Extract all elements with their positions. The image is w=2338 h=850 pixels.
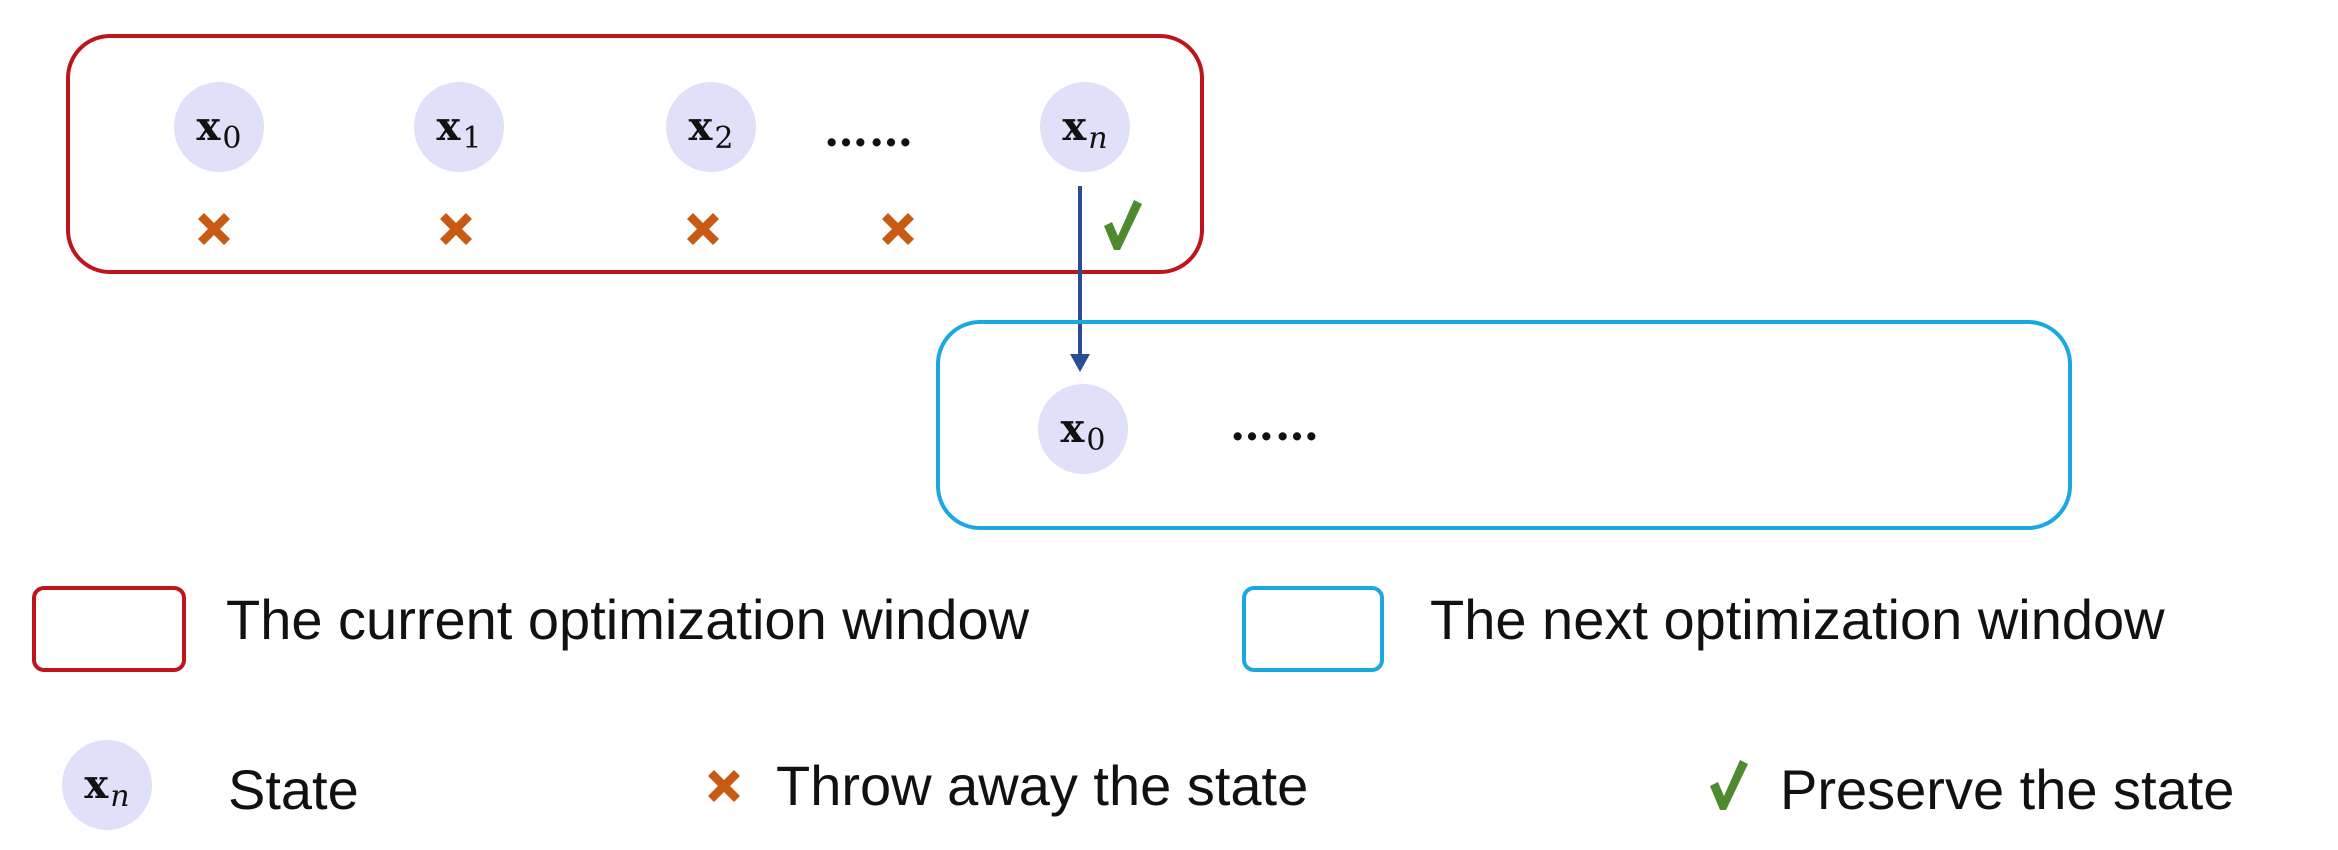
ellipsis-next: …… — [1230, 400, 1320, 451]
legend-next-window-label: The next optimization window — [1430, 588, 2165, 651]
legend-keep-label: Preserve the state — [1780, 758, 2235, 821]
keep-icon — [1104, 200, 1142, 250]
legend-throw-label: Throw away the state — [776, 754, 1309, 817]
legend-next-window-swatch — [1242, 586, 1384, 672]
legend-state-label: State — [228, 758, 359, 821]
legend-current-window-swatch — [32, 586, 186, 672]
legend-current-window-label: The current optimization window — [226, 588, 1030, 651]
legend-keep-icon — [1710, 760, 1748, 810]
arrow-down — [1070, 186, 1090, 372]
throw-icon — [882, 213, 914, 245]
throw-icon — [440, 213, 472, 245]
next-window-box — [936, 320, 2072, 530]
ellipsis: …… — [824, 106, 914, 157]
throw-icon — [198, 213, 230, 245]
throw-icon — [687, 213, 719, 245]
legend-throw-icon — [708, 770, 740, 802]
current-window-box — [66, 34, 1204, 274]
